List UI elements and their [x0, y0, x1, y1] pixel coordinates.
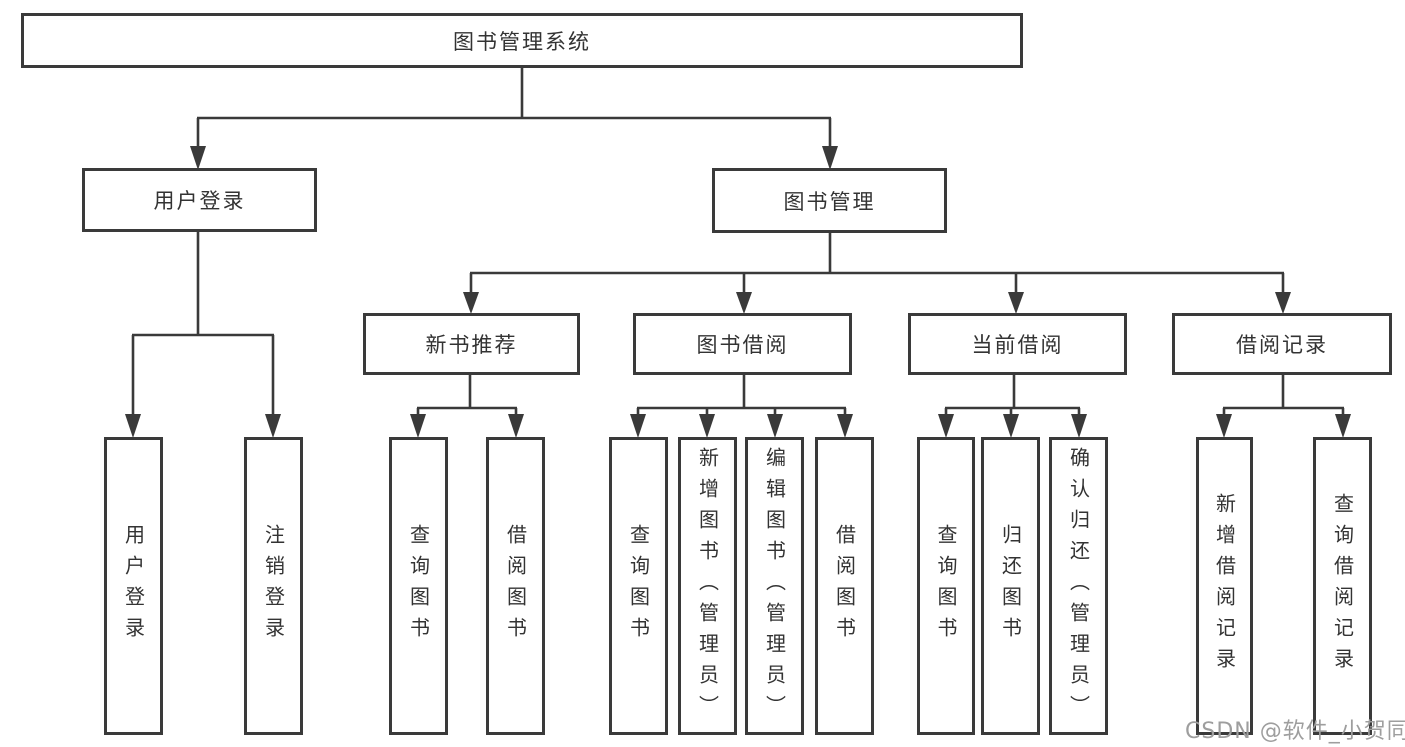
- node-label: 新增图书（管理员）: [695, 446, 720, 726]
- leaf-confirm-return-admin: 确认归还（管理员）: [1049, 437, 1108, 735]
- node-label: 查询图书: [406, 524, 431, 648]
- node-label: 归还图书: [998, 524, 1023, 648]
- node-label: 编辑图书（管理员）: [762, 446, 787, 726]
- node-book-borrowing: 图书借阅: [633, 313, 852, 375]
- node-current-borrowing: 当前借阅: [908, 313, 1127, 375]
- leaf-query-borrow-record: 查询借阅记录: [1313, 437, 1372, 735]
- node-label: 确认归还（管理员）: [1066, 446, 1091, 726]
- leaf-borrow-books: 借阅图书: [815, 437, 874, 735]
- node-label: 图书管理系统: [453, 29, 591, 54]
- node-label: 借阅记录: [1236, 333, 1328, 357]
- leaf-query-books-current: 查询图书: [917, 437, 975, 735]
- node-label: 图书管理: [783, 189, 876, 214]
- node-root-library-system: 图书管理系统: [21, 13, 1023, 68]
- node-label: 用户登录: [153, 189, 246, 213]
- node-label: 查询图书: [934, 524, 958, 648]
- node-label: 查询借阅记录: [1330, 493, 1355, 679]
- leaf-edit-books-admin: 编辑图书（管理员）: [745, 437, 804, 735]
- node-label: 用户登录: [121, 524, 146, 648]
- csdn-watermark: CSDN @软件_小贺同学: [1185, 719, 1405, 744]
- node-user-login-group: 用户登录: [82, 168, 317, 232]
- node-label: 查询图书: [626, 524, 651, 648]
- node-label: 借阅图书: [503, 524, 528, 648]
- node-label: 新增借阅记录: [1212, 493, 1237, 679]
- leaf-return-books: 归还图书: [981, 437, 1040, 735]
- node-new-book-recommend: 新书推荐: [363, 313, 580, 375]
- node-book-management: 图书管理: [712, 168, 947, 233]
- node-label: 图书借阅: [696, 333, 789, 357]
- node-borrowing-records: 借阅记录: [1172, 313, 1392, 375]
- node-label: 当前借阅: [971, 333, 1064, 357]
- leaf-query-books-borrowing: 查询图书: [609, 437, 668, 735]
- leaf-logout: 注销登录: [244, 437, 303, 735]
- node-label: 注销登录: [261, 524, 286, 648]
- leaf-query-books-recommend: 查询图书: [389, 437, 448, 735]
- leaf-add-books-admin: 新增图书（管理员）: [678, 437, 737, 735]
- leaf-borrow-books-recommend: 借阅图书: [486, 437, 545, 735]
- node-label: 新书推荐: [425, 333, 518, 357]
- leaf-user-login: 用户登录: [104, 437, 163, 735]
- leaf-add-borrow-record: 新增借阅记录: [1196, 437, 1253, 735]
- node-label: 借阅图书: [832, 524, 857, 648]
